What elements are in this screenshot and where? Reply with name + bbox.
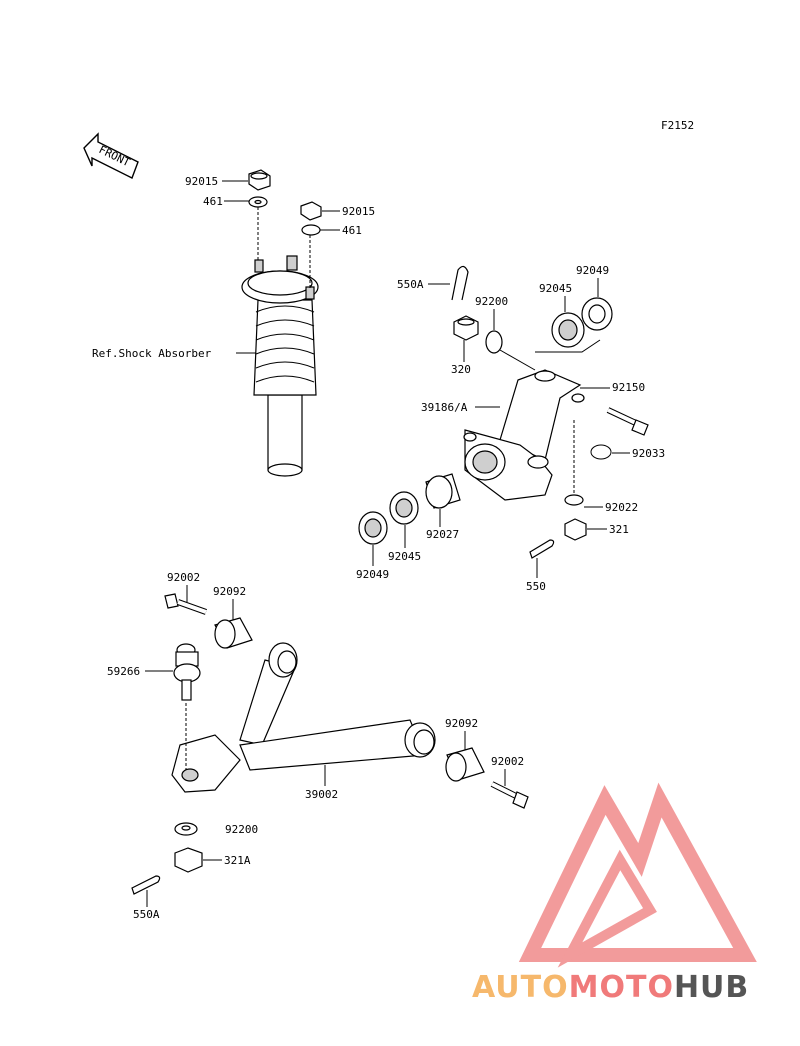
callout-321: 321 <box>609 523 629 536</box>
callout-92002-top: 92002 <box>167 571 200 584</box>
cotter-pin-550 <box>529 539 555 559</box>
circlip-92033 <box>590 444 612 460</box>
ball-joint-59266 <box>173 643 201 701</box>
callout-92045-top: 92045 <box>539 282 572 295</box>
callout-550: 550 <box>526 580 546 593</box>
castle-nut-321a <box>174 847 203 873</box>
washer-92200-top <box>485 330 503 354</box>
a-arm-39002 <box>171 642 436 793</box>
watermark-text: AUTOMOTOHUB <box>472 970 749 1005</box>
callout-92200-bot: 92200 <box>225 823 258 836</box>
callout-92022: 92022 <box>605 501 638 514</box>
callout-92002-right: 92002 <box>491 755 524 768</box>
cotter-pin-550a-bot <box>131 875 161 895</box>
callout-321a: 321A <box>224 854 251 867</box>
callout-550a-top: 550A <box>397 278 424 291</box>
nut-92015-a <box>248 169 271 191</box>
callout-461-b: 461 <box>342 224 362 237</box>
callout-320: 320 <box>451 363 471 376</box>
callout-92092-right: 92092 <box>445 717 478 730</box>
nut-92015-b <box>300 201 322 221</box>
bearing-92045-bot <box>389 491 419 525</box>
bushing-92027 <box>425 473 461 509</box>
shock-absorber <box>241 255 319 477</box>
bushing-92092-right <box>445 747 485 782</box>
knuckle-39186 <box>463 369 585 501</box>
callout-92150: 92150 <box>612 381 645 394</box>
callout-92027: 92027 <box>426 528 459 541</box>
bolt-92002-right <box>490 781 529 809</box>
bolt-92002-top <box>164 593 208 615</box>
figure-id: F2152 <box>661 119 694 132</box>
callout-39186: 39186/A <box>421 401 468 414</box>
callout-92092-top: 92092 <box>213 585 246 598</box>
bearing-92049-bot <box>358 511 388 545</box>
callout-39002: 39002 <box>305 788 338 801</box>
bearing-92049-top <box>581 297 613 331</box>
front-arrow-icon: FRONT <box>83 132 139 179</box>
bearing-92045-top <box>551 312 585 348</box>
callout-550a-bot: 550A <box>133 908 160 921</box>
callout-92033: 92033 <box>632 447 665 460</box>
callout-92200-top: 92200 <box>475 295 508 308</box>
callout-92049-bot: 92049 <box>356 568 389 581</box>
cotter-pin-550a-top <box>451 265 469 301</box>
callout-59266: 59266 <box>107 665 140 678</box>
callout-461-a: 461 <box>203 195 223 208</box>
callout-92015-b: 92015 <box>342 205 375 218</box>
bushing-92092-top <box>214 617 253 649</box>
callout-92015-a: 92015 <box>185 175 218 188</box>
bolt-92150 <box>606 407 649 436</box>
castle-nut-320 <box>453 315 479 341</box>
castle-nut-321 <box>564 518 587 541</box>
ref-shock-absorber-label: Ref.Shock Absorber <box>92 347 212 360</box>
washer-92022 <box>564 494 584 506</box>
callout-92045-bot: 92045 <box>388 550 421 563</box>
washer-461-b <box>301 224 321 236</box>
callout-92049-top: 92049 <box>576 264 609 277</box>
watermark-logo <box>518 782 757 968</box>
